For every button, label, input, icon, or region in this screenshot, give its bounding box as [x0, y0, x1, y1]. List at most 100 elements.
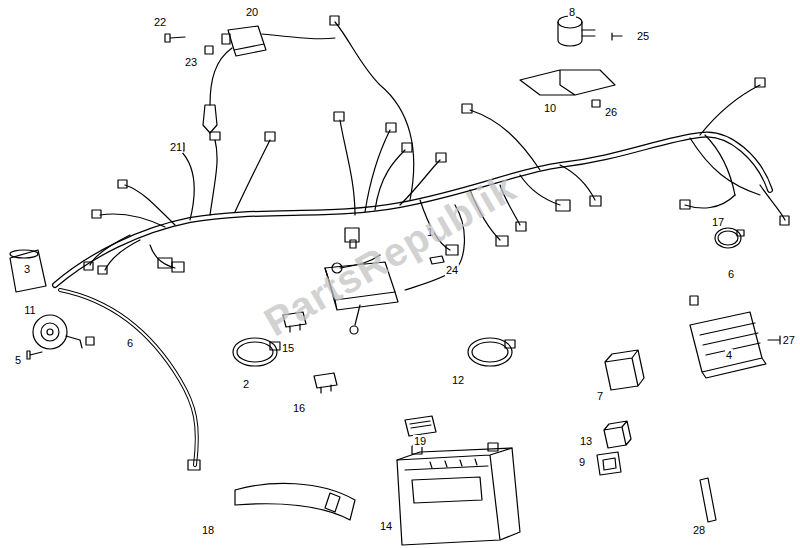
hose-clamp	[505, 340, 515, 348]
mounting-bracket	[592, 100, 600, 107]
wiring-harness	[265, 132, 275, 141]
wiring-harness	[60, 290, 197, 465]
callout-number: 28	[692, 524, 706, 536]
callout-number: 5	[14, 354, 22, 366]
wiring-harness	[172, 262, 184, 272]
relay	[597, 452, 621, 475]
battery-strap	[235, 483, 355, 520]
control-unit	[350, 326, 358, 334]
callout-number: 2	[242, 378, 250, 390]
bolt	[165, 34, 185, 42]
callout-number: 18	[201, 524, 215, 536]
wiring-harness	[98, 266, 107, 274]
wiring-harness	[680, 200, 690, 209]
horn	[33, 315, 67, 349]
flasher-relay	[605, 350, 644, 390]
wiring-harness	[516, 222, 526, 231]
ignition-coil	[210, 34, 335, 105]
callout-number: 7	[596, 390, 604, 402]
wiring-harness	[55, 16, 789, 470]
relay	[603, 458, 616, 470]
wiring-harness	[780, 216, 789, 225]
voltage-regulator	[690, 312, 766, 378]
wiring-harness	[90, 140, 270, 265]
callout-number: 12	[451, 374, 465, 386]
rubber-cap	[10, 250, 38, 258]
wiring-harness	[210, 132, 220, 140]
callout-number: 22	[153, 16, 167, 28]
fuse-holder	[410, 421, 431, 428]
sleeve	[700, 478, 716, 522]
fuse-holder	[405, 416, 436, 436]
battery-strap	[235, 483, 355, 520]
wiring-harness	[188, 460, 200, 470]
cable-clip	[430, 256, 444, 264]
wiring-harness	[402, 143, 412, 152]
mounting-bracket	[520, 70, 615, 95]
relay	[604, 421, 631, 448]
wiring-harness	[436, 153, 446, 162]
callout-number: 21	[169, 141, 183, 153]
voltage-regulator	[690, 296, 780, 378]
callout-number: 15	[281, 342, 295, 354]
wiring-harness	[118, 180, 127, 188]
wiring-harness	[335, 22, 414, 200]
wiring-harness	[462, 104, 472, 113]
battery	[412, 446, 422, 454]
wiring-harness	[60, 290, 197, 465]
nut	[205, 46, 213, 54]
starter-relay	[558, 22, 582, 46]
callout-number: 6	[126, 337, 134, 349]
callout-number: 24	[445, 264, 459, 276]
wiring-harness	[755, 78, 765, 87]
wiring-harness	[105, 240, 175, 270]
horn	[27, 315, 94, 359]
wiring-harness	[84, 262, 93, 270]
callout-number: 17	[711, 216, 725, 228]
nut	[205, 46, 213, 54]
wiring-harness	[350, 240, 356, 248]
starter-relay	[582, 30, 595, 36]
wiring-harness	[590, 196, 601, 206]
wiring-harness	[330, 16, 339, 25]
battery	[397, 443, 520, 545]
battery-strap	[325, 493, 340, 512]
wiring-harness	[334, 112, 344, 121]
callout-number: 27	[782, 334, 796, 346]
wiring-harness	[340, 120, 405, 215]
wiring-harness	[158, 258, 172, 268]
hose-clamp	[472, 342, 508, 362]
ignition-coil	[228, 26, 266, 56]
wiring-harness	[556, 200, 570, 211]
voltage-regulator	[690, 296, 698, 305]
ignition-coil	[203, 105, 217, 133]
callout-number: 14	[379, 520, 393, 532]
callout-number: 6	[727, 268, 735, 280]
wiring-harness	[690, 85, 760, 195]
voltage-regulator	[768, 336, 780, 344]
cable-clip	[430, 256, 444, 264]
sleeve	[700, 478, 716, 522]
control-unit	[355, 305, 360, 325]
wiring-harness	[685, 185, 785, 220]
fuse-holder	[405, 416, 436, 436]
callout-number: 10	[543, 102, 557, 114]
mounting-bracket	[520, 70, 615, 107]
callout-number: 25	[636, 30, 650, 42]
horn	[86, 337, 94, 345]
callout-number: 26	[604, 106, 618, 118]
wiring-harness	[92, 210, 101, 218]
horn	[47, 329, 53, 335]
rubber-cap	[10, 250, 46, 292]
wiring-harness	[496, 236, 508, 246]
bolt	[165, 34, 185, 42]
ignition-coil	[203, 26, 335, 133]
hose-clamp	[237, 342, 273, 362]
rubber-cap	[10, 250, 46, 292]
battery	[430, 459, 477, 468]
watermark: PartsRepublik	[257, 165, 524, 345]
horn	[27, 351, 42, 359]
battery	[397, 448, 520, 545]
battery	[488, 443, 498, 451]
